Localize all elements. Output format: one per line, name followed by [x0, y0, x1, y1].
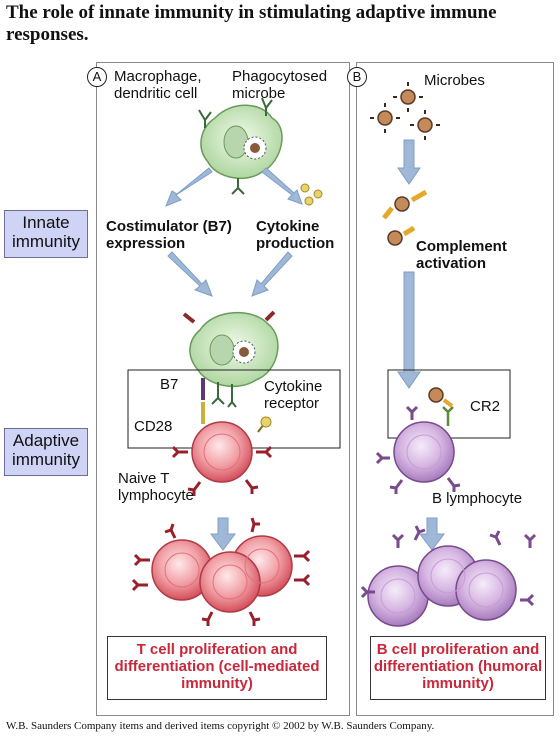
proliferated-b-cells: [367, 545, 517, 627]
naive-t-label: Naive T lymphocyte: [118, 470, 194, 504]
cytokine-receptor-bound: [257, 416, 272, 433]
b7-label: B7: [160, 376, 179, 393]
t-cell-outcome: T cell proliferation and differentiation…: [107, 636, 327, 700]
figure-title: The role of innate immunity in stimulati…: [6, 2, 497, 45]
macrophage-label: Macrophage, dendritic cell: [114, 68, 202, 102]
macrophage-top: [200, 104, 283, 180]
macrophage-middle: [182, 310, 279, 388]
microbes-label: Microbes: [424, 72, 485, 89]
arrows-top: [165, 167, 303, 551]
panel-a-marker: A: [87, 67, 107, 87]
proliferated-t-cells: [151, 535, 293, 613]
free-antibodies: [360, 525, 537, 607]
cytokine-dots: [300, 183, 323, 206]
panel-b-marker: B: [347, 67, 367, 87]
costimulator-label: Costimulator (B7) expression: [106, 218, 232, 252]
cr2-label: CR2: [470, 398, 501, 415]
complement-activation-label: Complement activation: [416, 238, 507, 272]
arrows-b: [397, 139, 445, 551]
microbes: [377, 89, 433, 133]
t-cell-receptors: [171, 445, 273, 496]
complement-coated-microbes: [382, 189, 428, 246]
mhc-receptors-top: [198, 97, 273, 195]
bound-microbe-cr2: [428, 387, 454, 426]
innate-immunity-label: Innate immunity: [4, 210, 88, 258]
copyright-notice: W.B. Saunders Company items and derived …: [6, 720, 435, 732]
cytokine-production-label: Cytokine production: [256, 218, 335, 252]
cytokine-receptor-label: Cytokine receptor: [264, 378, 323, 412]
b-cell: [393, 421, 455, 483]
cd28-label: CD28: [134, 418, 173, 435]
proliferated-t-receptors: [131, 517, 311, 626]
b-lymphocyte-label: B lymphocyte: [432, 490, 523, 507]
b-cell-outcome: B cell proliferation and differentiation…: [370, 636, 546, 700]
b7-cd28-pair: [201, 378, 237, 424]
microbe-spikes: [370, 82, 440, 140]
b-cell-receptors: [375, 405, 461, 494]
adaptive-immunity-label: Adaptive immunity: [4, 428, 88, 476]
phagocytosed-microbe-label: Phagocytosed microbe: [232, 68, 328, 102]
naive-t-cell: [191, 421, 253, 483]
